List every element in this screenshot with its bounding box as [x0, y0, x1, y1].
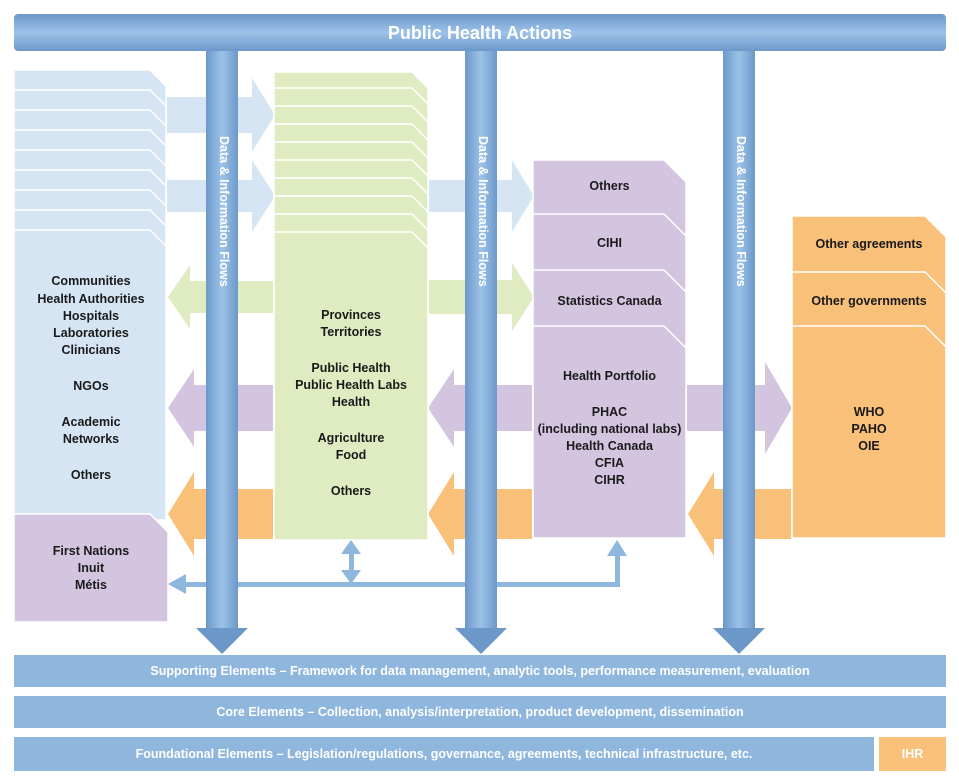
international-tab-other-governments: Other governments: [811, 294, 927, 308]
international-line: PAHO: [851, 422, 887, 436]
federal-line: CFIA: [594, 456, 625, 470]
local-line: Others: [70, 468, 112, 482]
provincial-line: Territories: [320, 325, 382, 339]
local-line: [14, 448, 168, 467]
local-document-stack: [13, 69, 167, 521]
federal-line: (including national labs): [537, 422, 682, 436]
indigenous-document: [13, 513, 169, 623]
bottom-connector-arrows: [168, 540, 627, 594]
provincial-line: [274, 341, 428, 360]
federal-tab-cihi: CIHI: [597, 236, 622, 250]
ihr-badge: IHR: [879, 737, 946, 771]
vertical-flow-arrowhead-1: [196, 628, 248, 654]
vertical-flow-arrowhead-2: [455, 628, 507, 654]
provincial-line: Provinces: [321, 308, 381, 322]
local-line: Academic: [61, 415, 121, 429]
foundational-elements-bar: Foundational Elements – Legislation/regu…: [14, 737, 874, 771]
federal-line: PHAC: [591, 405, 628, 419]
indigenous-line: First Nations: [52, 544, 130, 558]
vertical-flow-arrowhead-3: [713, 628, 765, 654]
supporting-elements-bar: Supporting Elements – Framework for data…: [14, 655, 946, 687]
vertical-flow-column-1: [206, 38, 238, 632]
federal-line: Health Canada: [566, 439, 653, 453]
header-bar: [14, 14, 946, 51]
provincial-line: Agriculture: [317, 431, 385, 445]
flow-label-3: Data & Information Flows: [734, 136, 748, 287]
local-line: [14, 395, 168, 414]
local-line: Laboratories: [53, 326, 129, 340]
federal-tab-others: Others: [589, 179, 630, 193]
international-document-stack: [791, 215, 947, 539]
local-line: Clinicians: [61, 343, 121, 357]
international-line: WHO: [853, 405, 885, 419]
local-line: Communities: [51, 274, 131, 288]
indigenous-list: First Nations Inuit Métis: [14, 543, 168, 594]
federal-line: [533, 385, 686, 404]
international-line: OIE: [858, 439, 880, 453]
indigenous-line: Métis: [75, 578, 107, 592]
federal-tab-statistics-canada: Statistics Canada: [557, 294, 662, 308]
federal-health-portfolio-list: Health Portfolio PHAC (including nationa…: [533, 368, 686, 489]
local-line: NGOs: [73, 379, 109, 393]
provincial-document-stack: [273, 71, 429, 541]
header-title: Public Health Actions: [388, 23, 572, 43]
provincial-line: Food: [335, 448, 367, 462]
federal-line: Health Portfolio: [562, 369, 657, 383]
provincial-line: [274, 411, 428, 430]
local-stakeholders-list: Communities Health Authorities Hospitals…: [14, 273, 168, 484]
provincial-line: [274, 464, 428, 483]
provincial-line: Health: [331, 395, 371, 409]
federal-line: CIHR: [594, 473, 625, 487]
vertical-flow-column-3: [723, 38, 755, 632]
provincial-stakeholders-list: Provinces Territories Public Health Publ…: [274, 307, 428, 500]
indigenous-line: Inuit: [77, 561, 105, 575]
international-organizations-list: WHO PAHO OIE: [792, 404, 946, 455]
core-elements-bar: Core Elements – Collection, analysis/int…: [14, 696, 946, 728]
provincial-line: Others: [330, 484, 372, 498]
local-line: Hospitals: [62, 309, 120, 323]
flow-label-1: Data & Information Flows: [217, 136, 231, 287]
local-line: Health Authorities: [37, 292, 145, 306]
flow-label-2: Data & Information Flows: [476, 136, 490, 287]
federal-document-stack: [532, 159, 687, 539]
local-line: Networks: [62, 432, 120, 446]
provincial-line: Public Health Labs: [295, 378, 407, 392]
provincial-line: Public Health: [311, 361, 391, 375]
vertical-flow-column-2: [465, 38, 497, 632]
international-tab-other-agreements: Other agreements: [815, 237, 923, 251]
local-line: [14, 359, 168, 378]
